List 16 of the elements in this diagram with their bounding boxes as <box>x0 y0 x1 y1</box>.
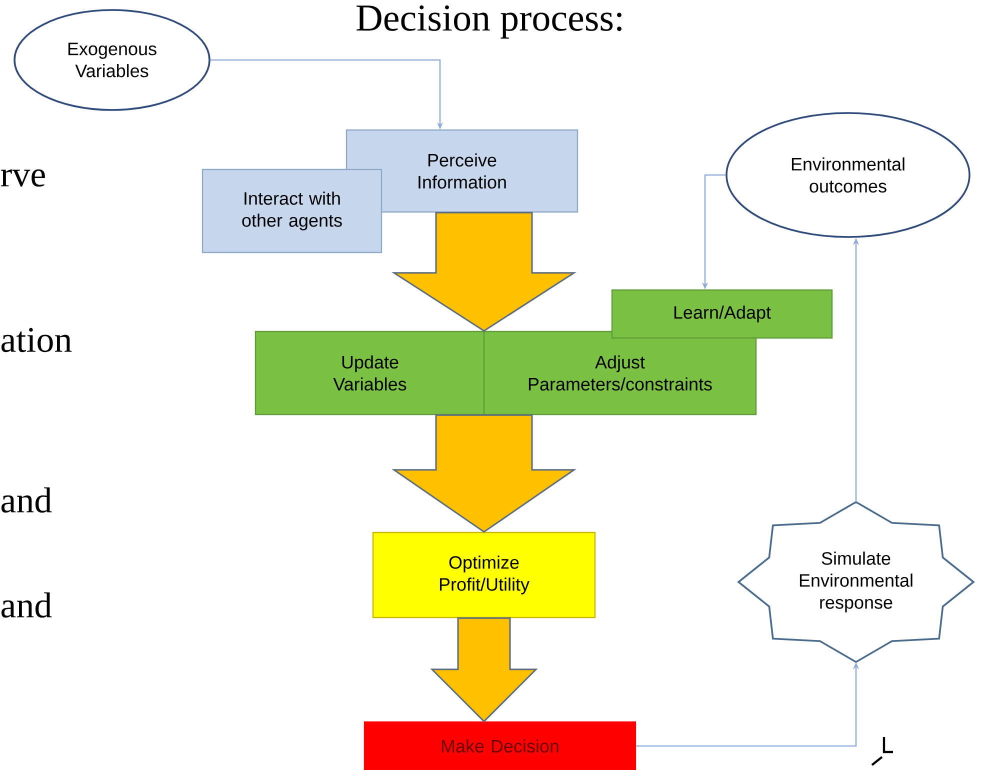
process-box: Update Variables <box>254 330 486 416</box>
process-box: Interact with other agents <box>202 168 382 254</box>
block-arrow <box>430 617 538 722</box>
title: Decision process: <box>356 5 622 39</box>
process-box: Make Decision <box>364 721 636 770</box>
block-arrow <box>391 212 577 332</box>
process-box: Learn/Adapt <box>611 289 833 339</box>
oval: Environmental outcomes <box>726 112 970 238</box>
text-fragment: and <box>1 487 52 513</box>
text-fragment: rve <box>0 169 45 187</box>
text-fragment: and <box>1 592 52 618</box>
process-box: Optimize Profit/Utility <box>372 532 596 618</box>
block-arrow <box>392 414 576 533</box>
oval: Exogenous Variables <box>14 9 210 111</box>
text-fragment: ation <box>1 328 72 352</box>
process-box: Perceive Information <box>346 129 578 213</box>
